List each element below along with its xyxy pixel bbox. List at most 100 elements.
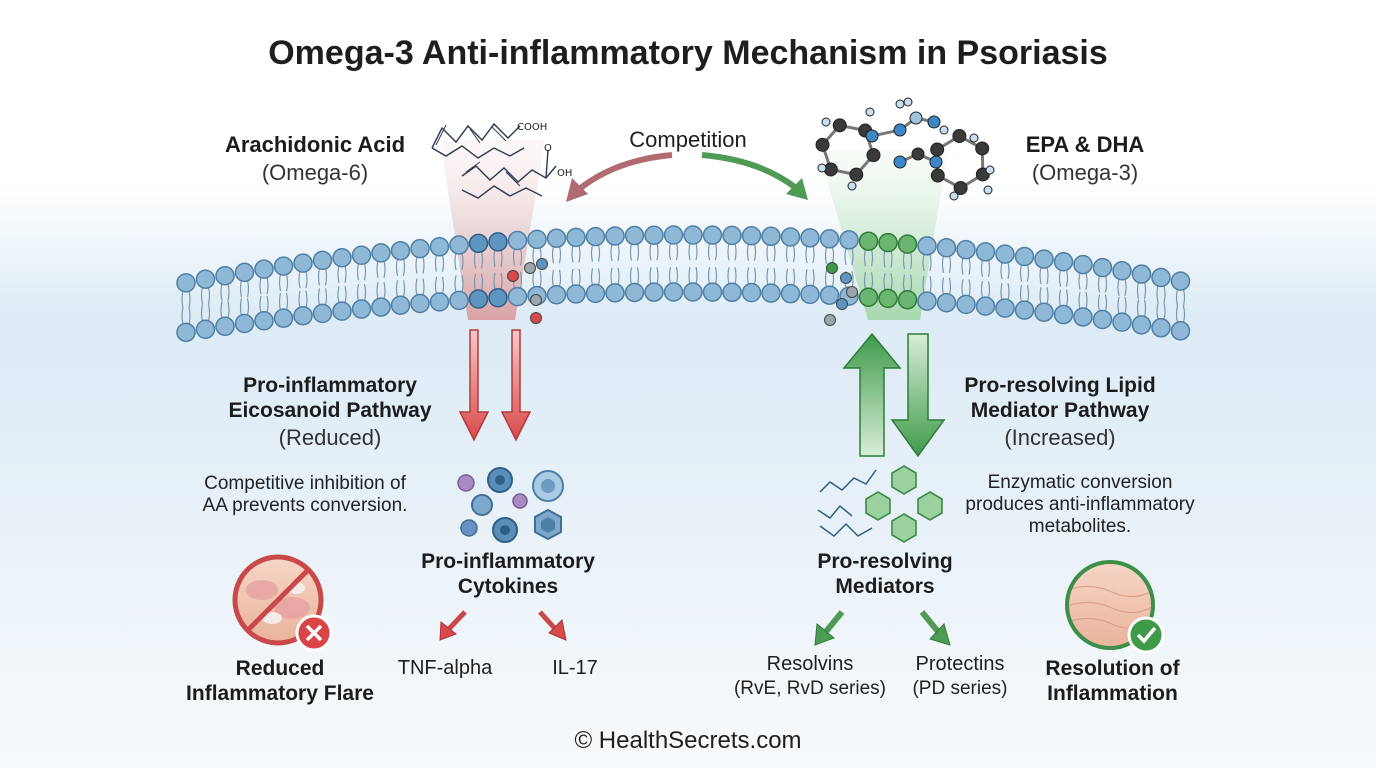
lipid-tail [1104, 275, 1108, 293]
lipid-tail [415, 278, 418, 296]
resolution-icon [1065, 560, 1165, 654]
lipid-head-inner [1151, 318, 1171, 338]
lipid-tail [785, 268, 789, 286]
lipid-tail [805, 245, 808, 263]
atom [952, 129, 967, 144]
lipid-tail [1156, 302, 1159, 320]
atom [909, 111, 923, 125]
atom [893, 155, 907, 169]
lipid-tail [200, 304, 204, 322]
lipid-tail [883, 250, 886, 268]
atom [983, 185, 993, 195]
lipid-head-outer [507, 230, 528, 251]
lipid-tail [532, 270, 535, 288]
lipid-tail [1007, 282, 1010, 301]
omega3-type: (Omega-3) [1031, 160, 1139, 185]
omega6-type: (Omega-6) [261, 160, 369, 185]
lipid-tail [968, 257, 971, 275]
lipid-head-outer [702, 225, 723, 245]
lipid-tail [948, 277, 952, 295]
lipid-tail [649, 267, 652, 285]
atom [903, 97, 913, 107]
lipid-head-outer [1170, 271, 1191, 291]
lipid-tail [239, 298, 243, 316]
lipid-tail [675, 266, 679, 285]
atom [985, 165, 995, 175]
lipid-tail [1078, 291, 1081, 310]
lipid-tail [773, 244, 776, 262]
lipid-tail [766, 267, 769, 286]
lipid-head-outer [1131, 264, 1152, 284]
atom [930, 168, 945, 183]
lipid-tail [1117, 297, 1120, 315]
atom [949, 191, 959, 201]
atom [847, 181, 857, 191]
lipid-head-inner [956, 294, 976, 315]
lipid-tail [395, 280, 399, 298]
lipid-tail [1039, 287, 1042, 305]
protectins-label: Protectins [915, 653, 1005, 675]
lipid-tail [909, 252, 913, 270]
lipid-tail [610, 243, 613, 262]
lipid-tail [753, 267, 757, 285]
lipid-head-outer [195, 269, 216, 289]
lipid-head-inner [663, 282, 684, 302]
pro-resolving-arrows [842, 332, 946, 458]
lipid-tail [512, 248, 516, 266]
cytokine-cluster [457, 467, 564, 543]
lipid-head-inner [449, 290, 469, 311]
lipid-tail [1097, 275, 1101, 293]
resolution-line2: Inflammation [1047, 682, 1178, 705]
cell-membrane-bilayer [176, 225, 1191, 343]
omega6-name: Arachidonic Acid [224, 132, 406, 157]
lipid-tail [727, 267, 730, 285]
atom [821, 117, 831, 127]
lipid-tail [870, 272, 874, 290]
lipid-head-outer [1073, 254, 1093, 275]
lipid-head-inner [215, 316, 235, 337]
lipid-head-inner [410, 293, 430, 314]
lipid-tail [656, 243, 659, 261]
lipid-tail [1124, 278, 1127, 296]
lipid-head-inner [429, 292, 450, 312]
lipid-tail [207, 287, 211, 305]
competition-label: Competition [629, 127, 747, 152]
lipid-head-outer [995, 244, 1015, 264]
lipid-tail [558, 246, 562, 264]
lipid-tail [746, 243, 750, 261]
lipid-tail [259, 295, 262, 313]
lipid-tail [629, 243, 633, 261]
lipid-tail [356, 283, 360, 302]
lipid-head-outer [1151, 267, 1171, 288]
lipid-head-outer [410, 238, 430, 259]
lipid-tail [941, 277, 945, 295]
atom [832, 118, 847, 133]
competition-arrow-left [576, 152, 673, 193]
oxygen-label: O [544, 143, 552, 154]
lipid-tail [1182, 288, 1186, 307]
lipid-head-outer [1112, 261, 1132, 281]
lipid-head-inner [293, 305, 313, 326]
lipid-tail [337, 265, 340, 283]
lipid-tail [987, 281, 991, 299]
lipid-head-inner [507, 286, 528, 307]
lipid-tail [1124, 297, 1127, 315]
atom [815, 137, 830, 152]
lipid-head-outer [390, 240, 411, 261]
lipid-tail [473, 251, 477, 269]
lipid-tail [902, 274, 906, 292]
lipid-tail [188, 290, 191, 309]
lipid-head-outer [878, 232, 898, 253]
atom [939, 125, 949, 135]
atom [866, 148, 881, 163]
lipid-head-inner [1131, 315, 1152, 335]
lipid-tail [727, 243, 730, 261]
resolution-line1: Resolution of [1045, 657, 1180, 680]
protectins-series: (PD series) [912, 678, 1008, 699]
lipid-head-inner [741, 282, 762, 303]
lipid-tail [1136, 281, 1140, 300]
lipid-tail [376, 281, 379, 300]
lipid-head-inner [936, 292, 957, 313]
right-pathway-note-line2: produces anti-inflammatory [965, 494, 1195, 515]
lipid-tail [207, 304, 211, 322]
